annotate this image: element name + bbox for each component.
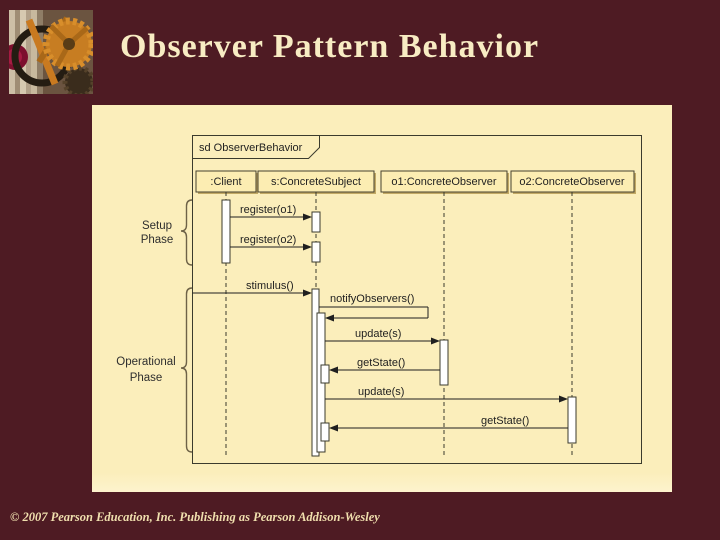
message-label-register1: register(o1) [240, 204, 296, 216]
activation-observer1 [439, 339, 449, 386]
activation-client [221, 199, 231, 264]
message-label-getstate2: getState() [481, 415, 529, 427]
arrowhead-getstate2 [329, 424, 338, 432]
lifeline-label-observer1: o1:ConcreteObserver [391, 176, 496, 188]
arrowhead-notify [325, 314, 334, 322]
arrowhead-register1 [303, 213, 312, 221]
message-lines [192, 216, 568, 429]
phase-braces [180, 199, 193, 453]
lifeline-label-subject: s:ConcreteSubject [271, 176, 361, 188]
arrowhead-update1 [431, 337, 440, 345]
frame-label-pentagon [192, 135, 320, 159]
small-dark-gear [62, 65, 93, 94]
lifeline-label-client: :Client [210, 176, 241, 188]
activation-subject-getstate2 [320, 422, 330, 442]
message-label-stimulus: stimulus() [246, 280, 294, 292]
operational-phase-brace [180, 287, 193, 453]
activation-subject-getstate1 [320, 364, 330, 384]
orange-gear [42, 17, 93, 71]
diagram-frame [192, 135, 642, 464]
operational-phase-label-line1: Operational [116, 356, 175, 368]
operational-phase-label-line2: Phase [130, 372, 163, 384]
setup-phase-brace [180, 199, 193, 266]
activation-subject-register1 [311, 211, 321, 233]
arrowhead-stimulus [303, 289, 312, 297]
slide-title: Observer Pattern Behavior [120, 28, 540, 65]
arrowhead-update2 [559, 395, 568, 403]
message-label-update2: update(s) [358, 386, 404, 398]
activation-subject-register2 [311, 241, 321, 263]
activation-bars [221, 199, 577, 457]
message-label-register2: register(o2) [240, 234, 296, 246]
arrowhead-getstate1 [329, 366, 338, 374]
arrowhead-register2 [303, 243, 312, 251]
message-arrowheads [303, 213, 568, 432]
message-label-getstate1: getState() [357, 357, 405, 369]
setup-phase-label-line2: Phase [141, 234, 174, 246]
frame-label: sd ObserverBehavior [199, 142, 303, 154]
clock-gears-image [9, 10, 93, 94]
message-label-notify: notifyObservers() [330, 293, 414, 305]
activation-observer2 [567, 396, 577, 444]
message-label-update1: update(s) [355, 328, 401, 340]
lifeline-label-observer2: o2:ConcreteObserver [519, 176, 624, 188]
setup-phase-label-line1: Setup [142, 220, 172, 232]
copyright-footer: © 2007 Pearson Education, Inc. Publishin… [10, 510, 380, 524]
